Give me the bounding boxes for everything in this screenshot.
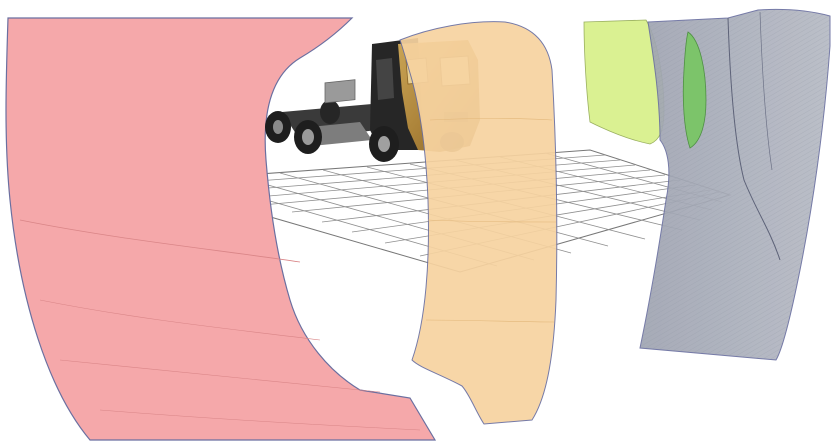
right-grey-surface — [640, 9, 830, 360]
left-pink-surface — [6, 18, 435, 440]
center-peach-surface — [400, 22, 557, 424]
